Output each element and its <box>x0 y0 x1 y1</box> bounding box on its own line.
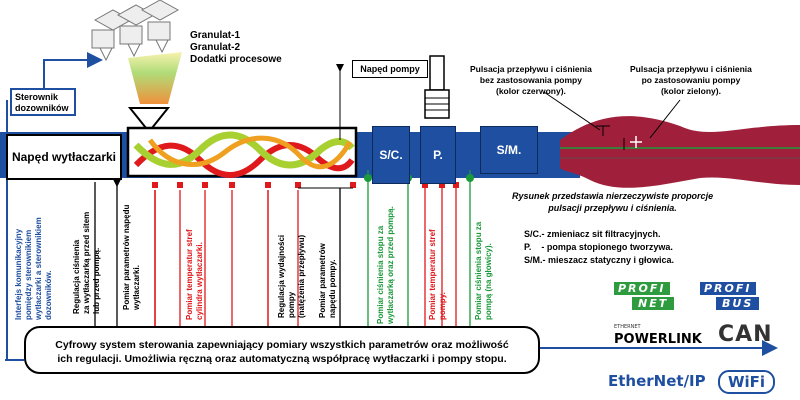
naped-pompy-box: Napęd pompy <box>352 60 428 78</box>
legend-sm: S/M.- mieszacz statyczny i głowica. <box>524 255 675 265</box>
sensor-markers <box>152 182 459 188</box>
label-pomiar-cisn-za: Pomiar ciśnienia stopu za pompą (na głow… <box>474 221 493 320</box>
label-regulacja-wydajnosci: Regulacja wydajności pompy (natężenia pr… <box>277 234 306 318</box>
granulat-labels: Granulat-1 Granulat-2 Dodatki procesowe <box>190 30 282 66</box>
label-pomiar-param-pompy: Pomiar parametrów napędu pompy. <box>318 243 337 318</box>
rysunek-note: Rysunek przedstawia nierzeczywiste propo… <box>512 191 714 213</box>
profibus-text-b: BUS <box>716 297 760 310</box>
sterownik-box: Sterownik dozowników <box>10 88 76 116</box>
label-pomiar-param-wytl: Pomiar parametrów napędu wytłaczarki. <box>122 204 141 310</box>
pulsation-wave <box>560 116 800 188</box>
profinet-logo: PROFI NET <box>614 282 688 314</box>
legend: S/C.- zmieniacz sit filtracyjnych. P. - … <box>524 228 674 267</box>
legend-p: P. - pompa stopionego tworzywa. <box>524 242 673 252</box>
sm-static-mixer: S/M. <box>480 126 538 174</box>
sc-screen-changer: S/C. <box>372 126 410 184</box>
profinet-text-a: PROFI <box>614 282 670 295</box>
control-system-box: Cyfrowy system sterowania zapewniający p… <box>24 326 540 374</box>
profibus-text-a: PROFI <box>700 282 756 295</box>
label-interfejs: Interfejs komunikacyjny pomiędzy sterown… <box>14 217 53 320</box>
powerlink-text: POWERLINK <box>614 332 702 347</box>
ethernet-small-text: ETHERNET <box>614 324 641 330</box>
material-stream <box>128 52 182 104</box>
label-regulacja-cisnienia: Regulacja ciśnienia za wytłaczarką przed… <box>72 211 101 314</box>
ethernetip-logo: EtherNet/IP <box>608 372 706 390</box>
naped-wytlaczarki-box: Napęd wytłaczarki <box>6 134 122 180</box>
dosing-units-sketch <box>91 0 180 62</box>
profibus-logo: PROFI BUS <box>700 282 774 314</box>
dodatki-label: Dodatki procesowe <box>190 54 282 65</box>
label-pomiar-temp-pompy: Pomiar temperatur stref pompy. <box>428 229 447 320</box>
label-pomiar-cisn-przed: Pomiar ciśnienia stopu za wytłaczarką or… <box>376 206 395 324</box>
pulse-right-text: Pulsacja przepływu i ciśnienia po zastos… <box>630 64 752 96</box>
legend-sc: S/C.- zmieniacz sit filtracyjnych. <box>524 229 661 239</box>
p-pump: P. <box>420 126 456 184</box>
wifi-logo: WiFi <box>718 370 776 394</box>
can-logo: CAN <box>718 322 773 347</box>
granulat-2-label: Granulat-2 <box>190 42 241 53</box>
hopper <box>127 107 171 129</box>
profinet-text-b: NET <box>632 297 675 310</box>
label-pomiar-temp-cyl: Pomiar temperatur stref cylindra wytłacz… <box>185 229 204 320</box>
pulse-left-text: Pulsacja przepływu i ciśnienia bez zasto… <box>470 64 592 96</box>
granulat-1-label: Granulat-1 <box>190 30 241 41</box>
